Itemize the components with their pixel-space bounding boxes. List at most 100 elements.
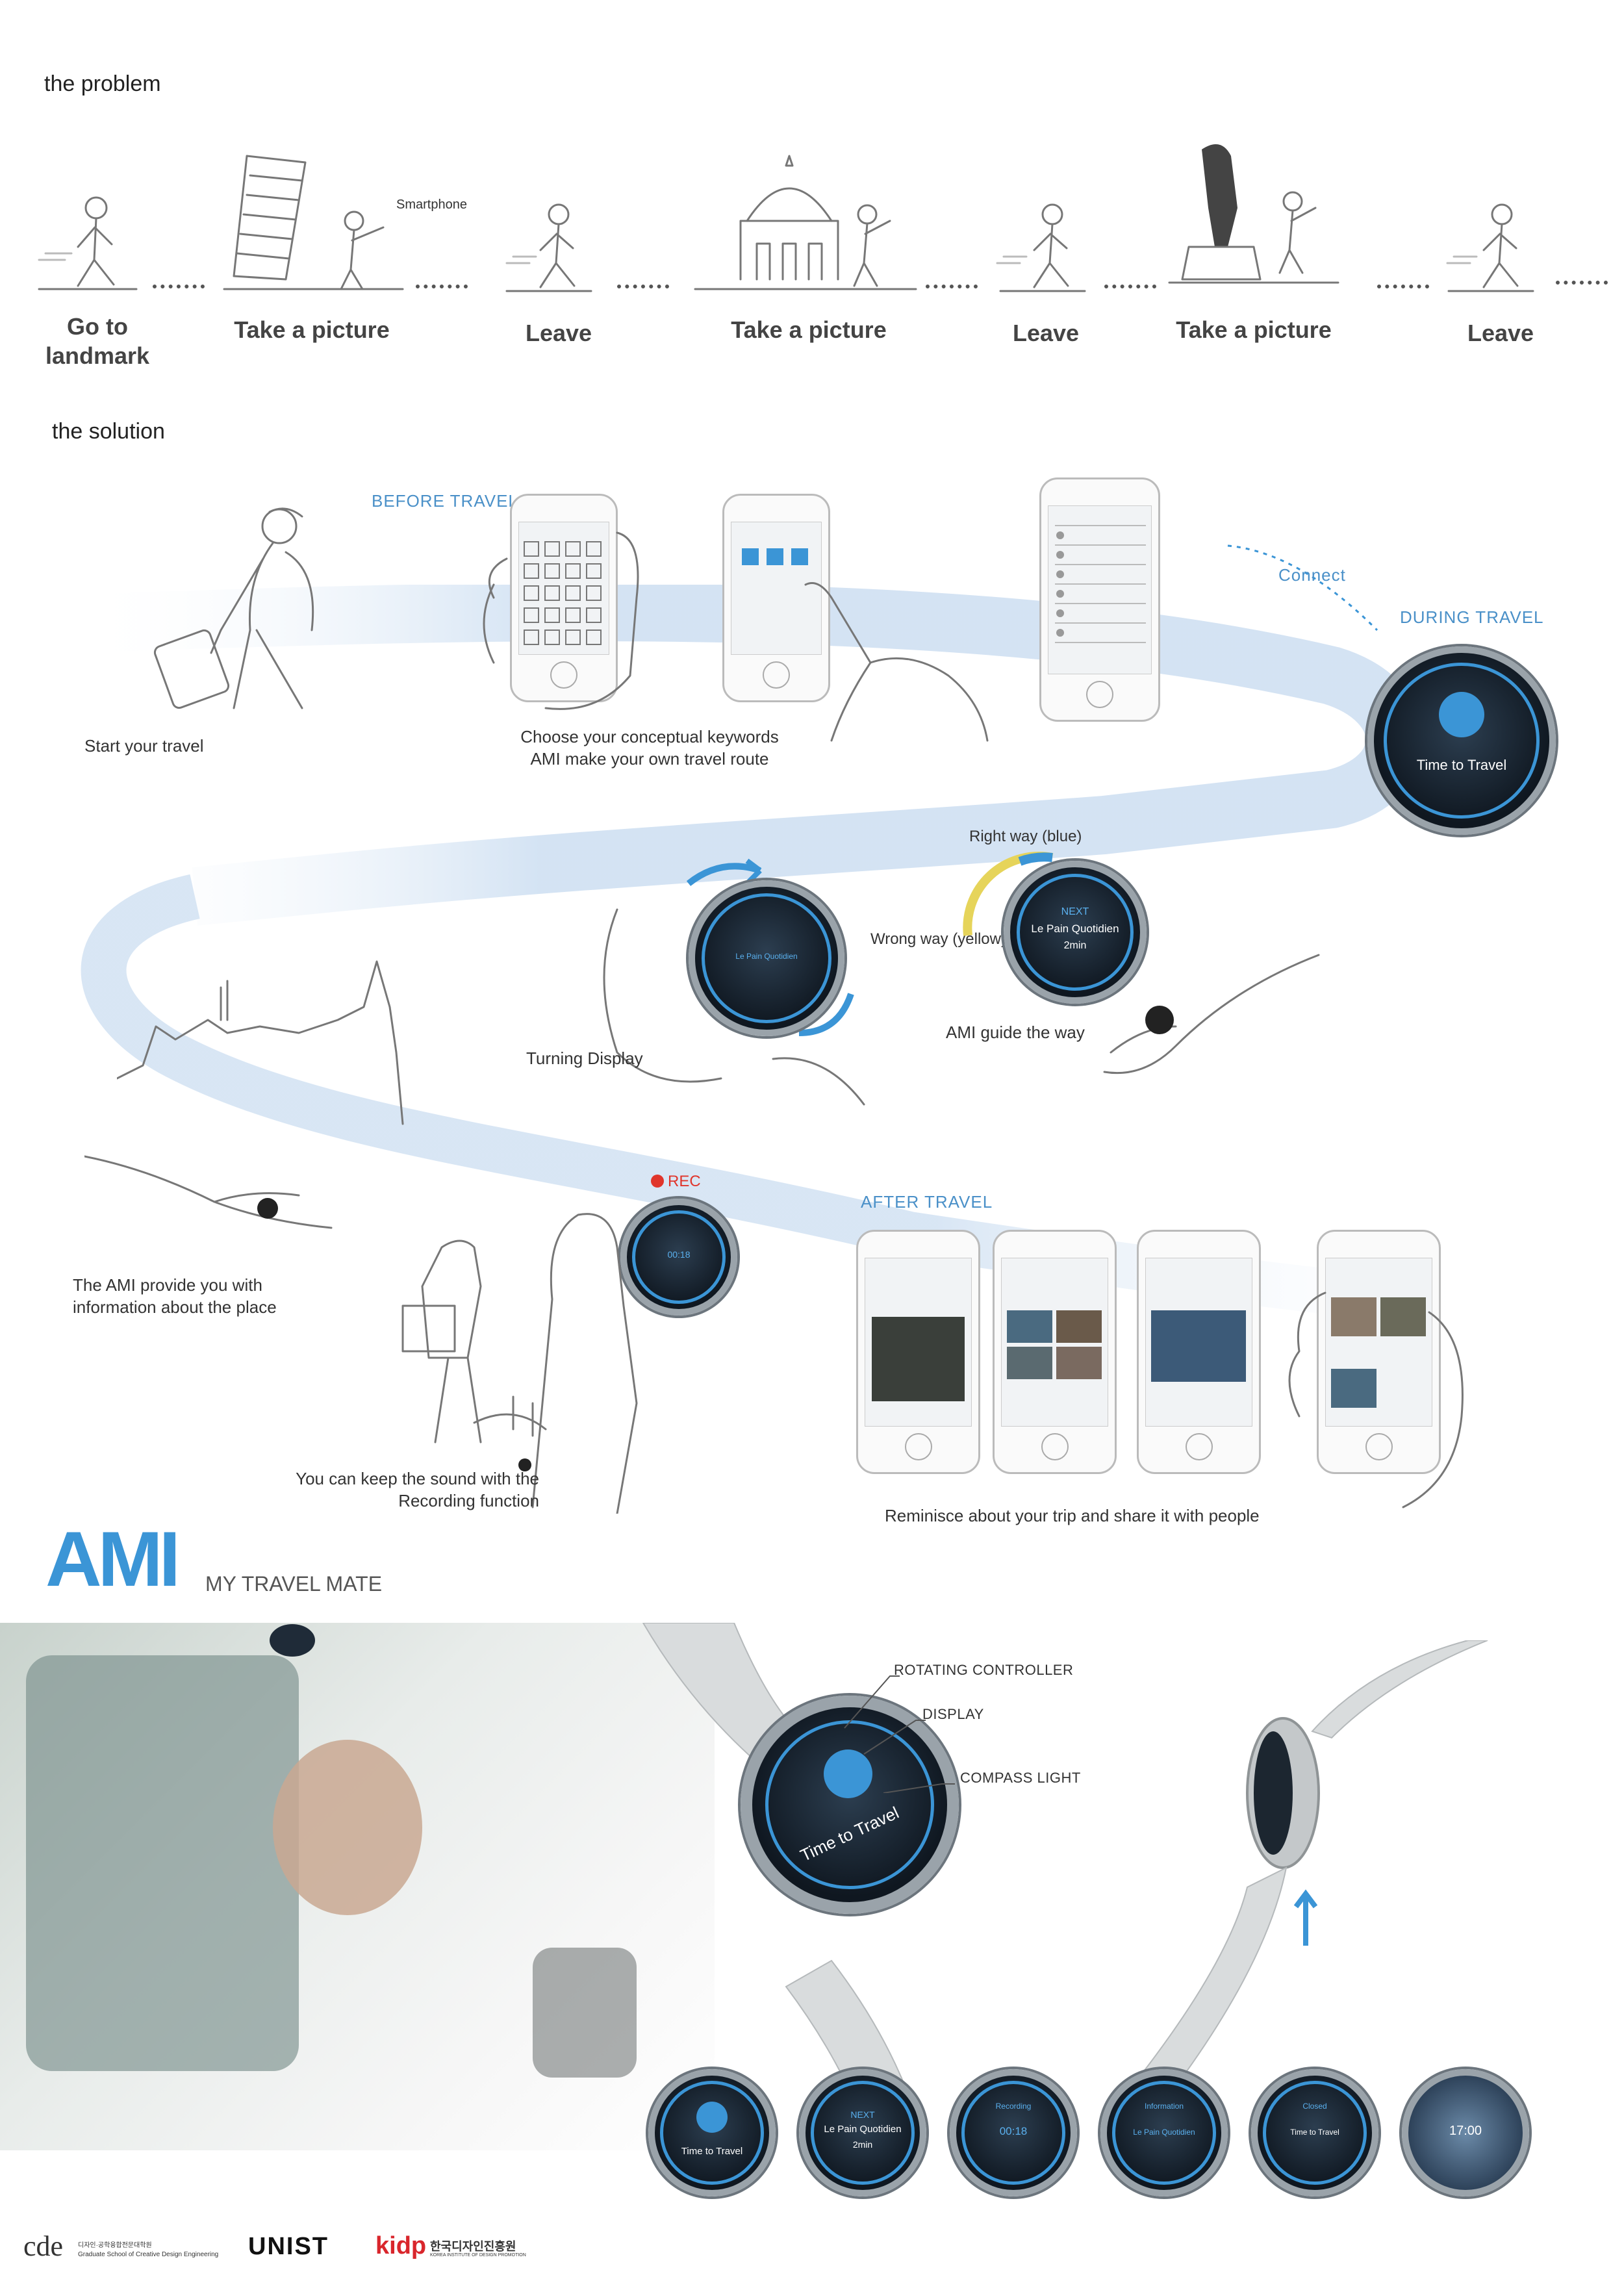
before-travel-label: BEFORE TRAVEL: [372, 491, 518, 511]
walking-figure-4-icon: [1446, 203, 1534, 292]
city-skyline-icon: [117, 960, 404, 1125]
phone-map-history: [856, 1230, 980, 1474]
guide-way-caption: AMI guide the way: [946, 1023, 1085, 1042]
right-way-label: Right way (blue): [969, 828, 1082, 845]
home-button-icon: [550, 661, 577, 689]
watch-turning-display: Le Pain Quotidien: [689, 880, 844, 1036]
worn-watch-photo: [270, 1624, 315, 1657]
screen-main-text: 00:18: [999, 2125, 1028, 2137]
map-photo: [872, 1317, 965, 1401]
reminisce-caption: Reminisce about your trip and share it w…: [885, 1506, 1260, 1525]
keyword-selected-icon: [767, 548, 783, 565]
keyword-selected-icon: [791, 548, 808, 565]
connect-label: Connect: [1278, 565, 1346, 585]
phone-route-list: [1039, 477, 1160, 722]
step-connector: [1104, 285, 1156, 288]
leaning-tower-icon: [223, 155, 404, 290]
photo-thumb: [1007, 1347, 1052, 1379]
screen-recording: Recording 00:18: [950, 2069, 1077, 2196]
phone-screen: [731, 522, 822, 655]
keyword-grid-icon: [524, 541, 602, 645]
screen-information: Information Le Pain Quotidien: [1100, 2069, 1228, 2196]
screen-top-text: Closed: [1302, 2102, 1327, 2111]
hands-holding-phone-icon: [1288, 1291, 1464, 1508]
photo-large: [1151, 1310, 1246, 1382]
watch-recording: 00:18: [620, 1199, 737, 1316]
photo-thumb: [1331, 1369, 1377, 1408]
callout-lines: [844, 1675, 955, 1793]
photo-thumb: [1331, 1297, 1377, 1336]
watch-time-to-travel: Time to Travel: [1367, 646, 1556, 835]
home-button-icon: [1041, 1433, 1069, 1460]
screen-top-text: Recording: [995, 2102, 1032, 2111]
connect-arrow-icon: [1227, 544, 1378, 631]
woman-photo: [273, 1740, 422, 1915]
screen-top-text: NEXT: [850, 2109, 875, 2120]
screen-time-to-travel: Time to Travel: [648, 2069, 776, 2196]
walking-figure-1-icon: [38, 196, 138, 290]
step-go-to-landmark: Go to landmark: [45, 313, 150, 369]
screen-next: NEXT Le Pain Quotidien 2min: [799, 2069, 926, 2196]
display-label: DISPLAY: [922, 1706, 984, 1722]
rotating-controller-label: ROTATING CONTROLLER: [894, 1662, 1074, 1678]
keyword-selected-icon: [742, 548, 759, 565]
problem-title: the problem: [44, 71, 161, 96]
traveler-icon: [1439, 692, 1484, 737]
traveler-icon: [696, 2102, 728, 2133]
keywords-caption: Choose your conceptual keywords AMI make…: [520, 727, 779, 769]
record-dot-icon: [651, 1175, 664, 1188]
side-mirror-photo: [533, 1948, 637, 2078]
phone-route-select: [722, 494, 830, 702]
watch-place-text: Le Pain Quotidien: [1031, 922, 1119, 935]
step-take-picture-1: Take a picture: [234, 316, 390, 343]
watch-compass-ring: [660, 2081, 764, 2185]
problem-sketches: [38, 144, 1534, 292]
watch-compass-ring: [811, 2081, 915, 2185]
solution-title: the solution: [52, 419, 165, 444]
unist-logo: UNIST: [248, 2233, 329, 2260]
turning-display-caption: Turning Display: [526, 1049, 643, 1068]
smartphone-annotation: Smartphone: [396, 197, 467, 212]
start-travel-caption: Start your travel: [84, 736, 204, 756]
arm-with-watch-icon: [1103, 954, 1320, 1075]
screen-main-text: Time to Travel: [681, 2146, 743, 2157]
watch-compass-ring: [1384, 663, 1540, 819]
screen-top-text: Information: [1144, 2102, 1184, 2111]
hands-turning-watch-icon: [603, 858, 865, 1106]
screen-main-text: Le Pain Quotidien: [1133, 2128, 1195, 2137]
watch-time-to-travel-text: Time to Travel: [1416, 757, 1507, 773]
watch-compass-ring: [702, 893, 831, 1023]
watch-next-label: NEXT: [1061, 906, 1089, 917]
info-place-caption: The AMI provide you with information abo…: [73, 1275, 277, 1317]
step-connector: [617, 285, 669, 288]
phone-screen: [1048, 505, 1152, 674]
step-connector: [416, 285, 468, 288]
cde-english-name: Graduate School of Creative Design Engin…: [78, 2251, 219, 2258]
phone-keywords: [510, 494, 618, 702]
phone-screen: [1001, 1258, 1108, 1427]
walking-figure-3-icon: [996, 203, 1086, 292]
brand-tagline: MY TRAVEL MATE: [205, 1572, 383, 1596]
step-leave-3: Leave: [1467, 320, 1534, 346]
step-leave-1: Leave: [525, 320, 592, 346]
rec-time-text: 00:18: [667, 1249, 691, 1260]
screen-main-text: Le Pain Quotidien: [824, 2124, 902, 2135]
phone-photo-grid: [993, 1230, 1117, 1474]
screen-closed: Closed Time to Travel: [1251, 2069, 1378, 2196]
photo-thumb: [1380, 1297, 1426, 1336]
watch-place-text: Le Pain Quotidien: [735, 952, 798, 961]
watch-compass-ring: [1112, 2081, 1216, 2185]
phone-share: [1317, 1230, 1441, 1474]
photo-thumb: [1007, 1310, 1052, 1343]
home-button-icon: [763, 661, 790, 689]
step-connector: [1556, 281, 1608, 285]
keep-sound-caption: You can keep the sound with the Recordin…: [296, 1469, 539, 1510]
screen-photo-clock: 17:00: [1402, 2069, 1529, 2196]
phone-screen: [1325, 1258, 1432, 1427]
cathedral-dome-icon: [694, 155, 917, 290]
watch-eta-text: 2min: [1063, 940, 1087, 951]
screen-main-text: Time to Travel: [1290, 2128, 1339, 2137]
musician-and-listener-icon: [401, 1213, 638, 1514]
walking-figure-2-icon: [505, 203, 592, 292]
kidp-english-name: KOREA INSTITUTE OF DESIGN PROMOTION: [430, 2253, 526, 2258]
